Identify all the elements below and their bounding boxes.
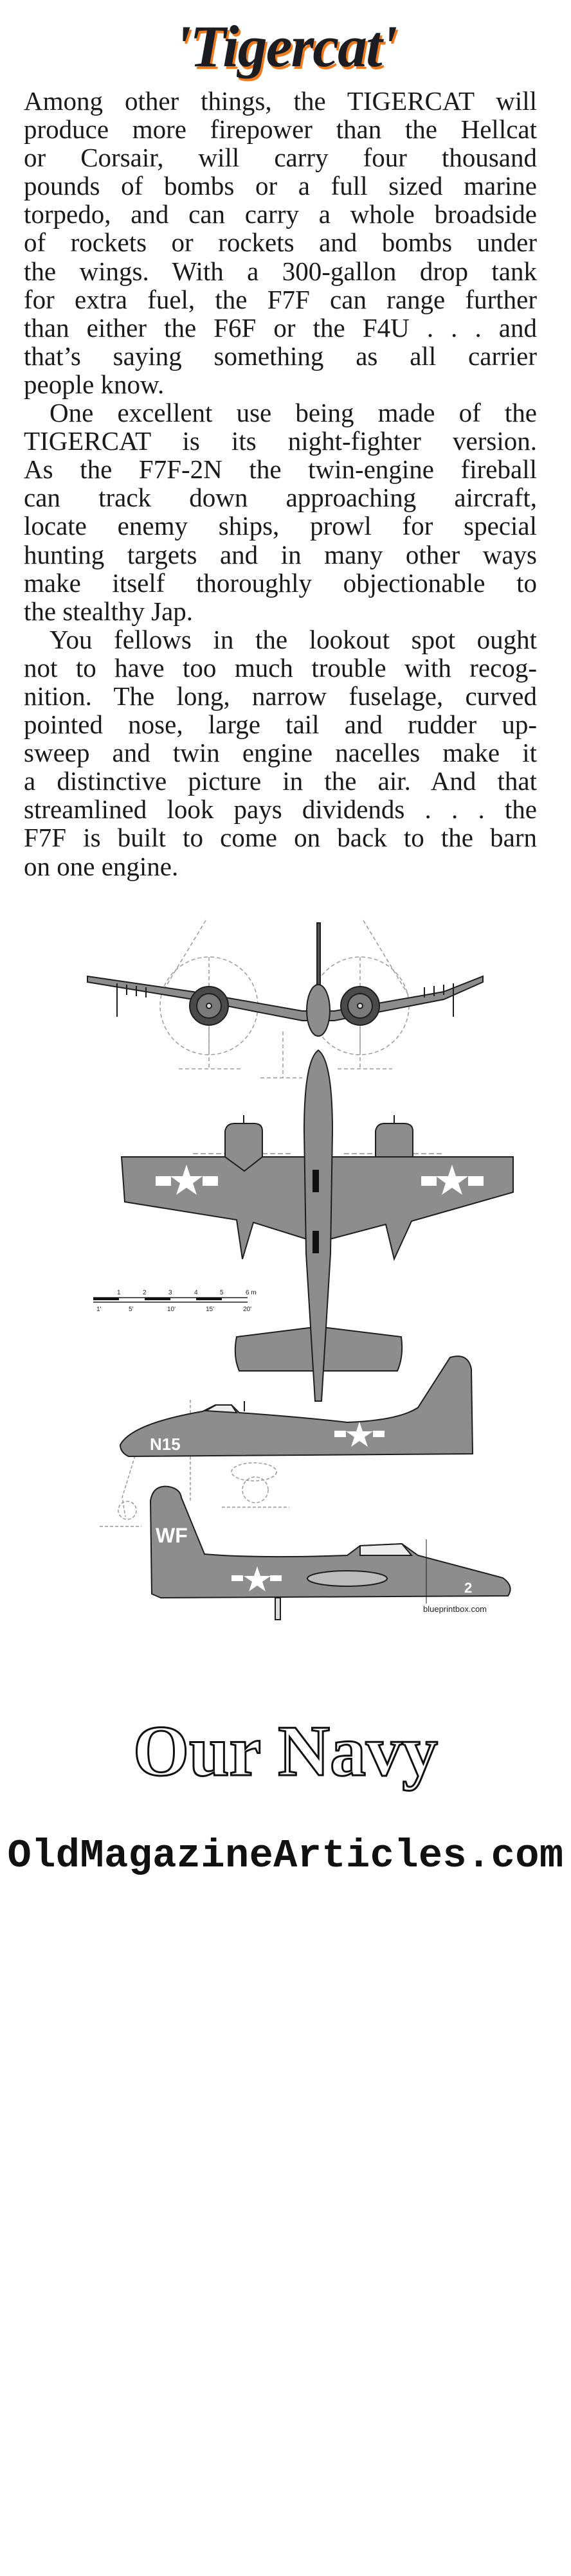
publication-logo: Our Navy [132,1711,439,1793]
article-line: You fellows in the lookout spot ought [50,624,537,654]
article-line: nition. The long, narrow fuselage, curve… [24,681,537,711]
article-line: on one engine. [24,851,179,881]
article-line: not to have too much trouble with recog- [24,652,537,683]
article-line: Among other things, the TIGERCAT will [24,86,537,116]
top-view [120,1049,514,1402]
article-line: that’s saying something as all carrier [24,341,537,371]
scale-foot-label: 20' [243,1306,251,1313]
scale-foot-label: 15' [206,1306,214,1313]
article-line: One excellent use being made of the [50,398,537,428]
scale-meter-label: 4 [194,1289,198,1296]
article-line: produce more firepower than the Hellcat [24,114,537,145]
site-watermark: OldMagazineArticles.com [7,1833,564,1879]
article-line: streamlined look pays dividends . . . th… [24,794,537,825]
side-view-right: WF 2 [149,1485,511,1620]
article-line: the stealthy Jap. [24,596,194,626]
article-line: make itself thoroughly objectionable to [24,568,537,598]
article-line: the wings. With a 300-gallon drop tank [24,256,537,286]
front-view [87,920,484,1078]
scale-foot-label: 5' [129,1306,134,1313]
article-line: of rockets or rockets and bombs under [24,228,537,258]
credit-watermark: blueprintbox.com [423,1604,487,1614]
article-line: sweep and twin engine nacelles make it [24,738,537,768]
scale-foot-label: 10' [167,1306,176,1313]
article-line: TIGERCAT is its night-fighter version. [24,426,537,456]
article-line: pointed nose, large tail and rudder up- [24,710,537,740]
wing-insignia [156,1165,484,1195]
scale-meter-label: 1 [117,1289,121,1296]
article-line: or Corsair, will carry four thousand [24,143,537,173]
article-line: can track down approaching aircraft, [24,483,537,513]
article-line: people know. [24,369,165,399]
article-line: torpedo, and can carry a whole broadside [24,199,537,229]
side-view-left: N15 [100,1355,474,1527]
tail-code-label: WF [156,1524,188,1547]
scale-labels: 1 2 3 4 5 6 m 1' 5' 10' 15' 20' [96,1289,257,1313]
article-line: locate enemy ships, prowl for special [24,511,537,541]
article-line: than either the F6F or the F4U . . . and [24,312,537,343]
aircraft-three-view-drawing: N15 WF 2 1 2 3 4 5 6 m 1' 5' 10' 15' 20' blueprint… [87,920,514,1620]
article-line: for extra fuel, the F7F can range furthe… [24,284,537,314]
article-line: a distinctive picture in the air. And th… [24,766,537,796]
article-line: pounds of bombs or a full sized marine [24,171,537,201]
side-number-label: 2 [464,1580,472,1596]
scale-foot-label: 1' [96,1306,102,1313]
scale-meter-label: 6 m [246,1289,257,1296]
scale-bar [93,1297,248,1303]
scale-meter-label: 2 [143,1289,147,1296]
article-line: hunting targets and in many other ways [24,539,537,569]
article-title: 'Tigercat' [174,13,398,79]
article-line: As the F7F-2N the twin-engine fireball [24,454,537,485]
scale-meter-label: 3 [168,1289,172,1296]
scale-meter-label: 5 [220,1289,224,1296]
side-code-label: N15 [150,1435,181,1454]
article-line: F7F is built to come on back to the barn [24,823,537,853]
